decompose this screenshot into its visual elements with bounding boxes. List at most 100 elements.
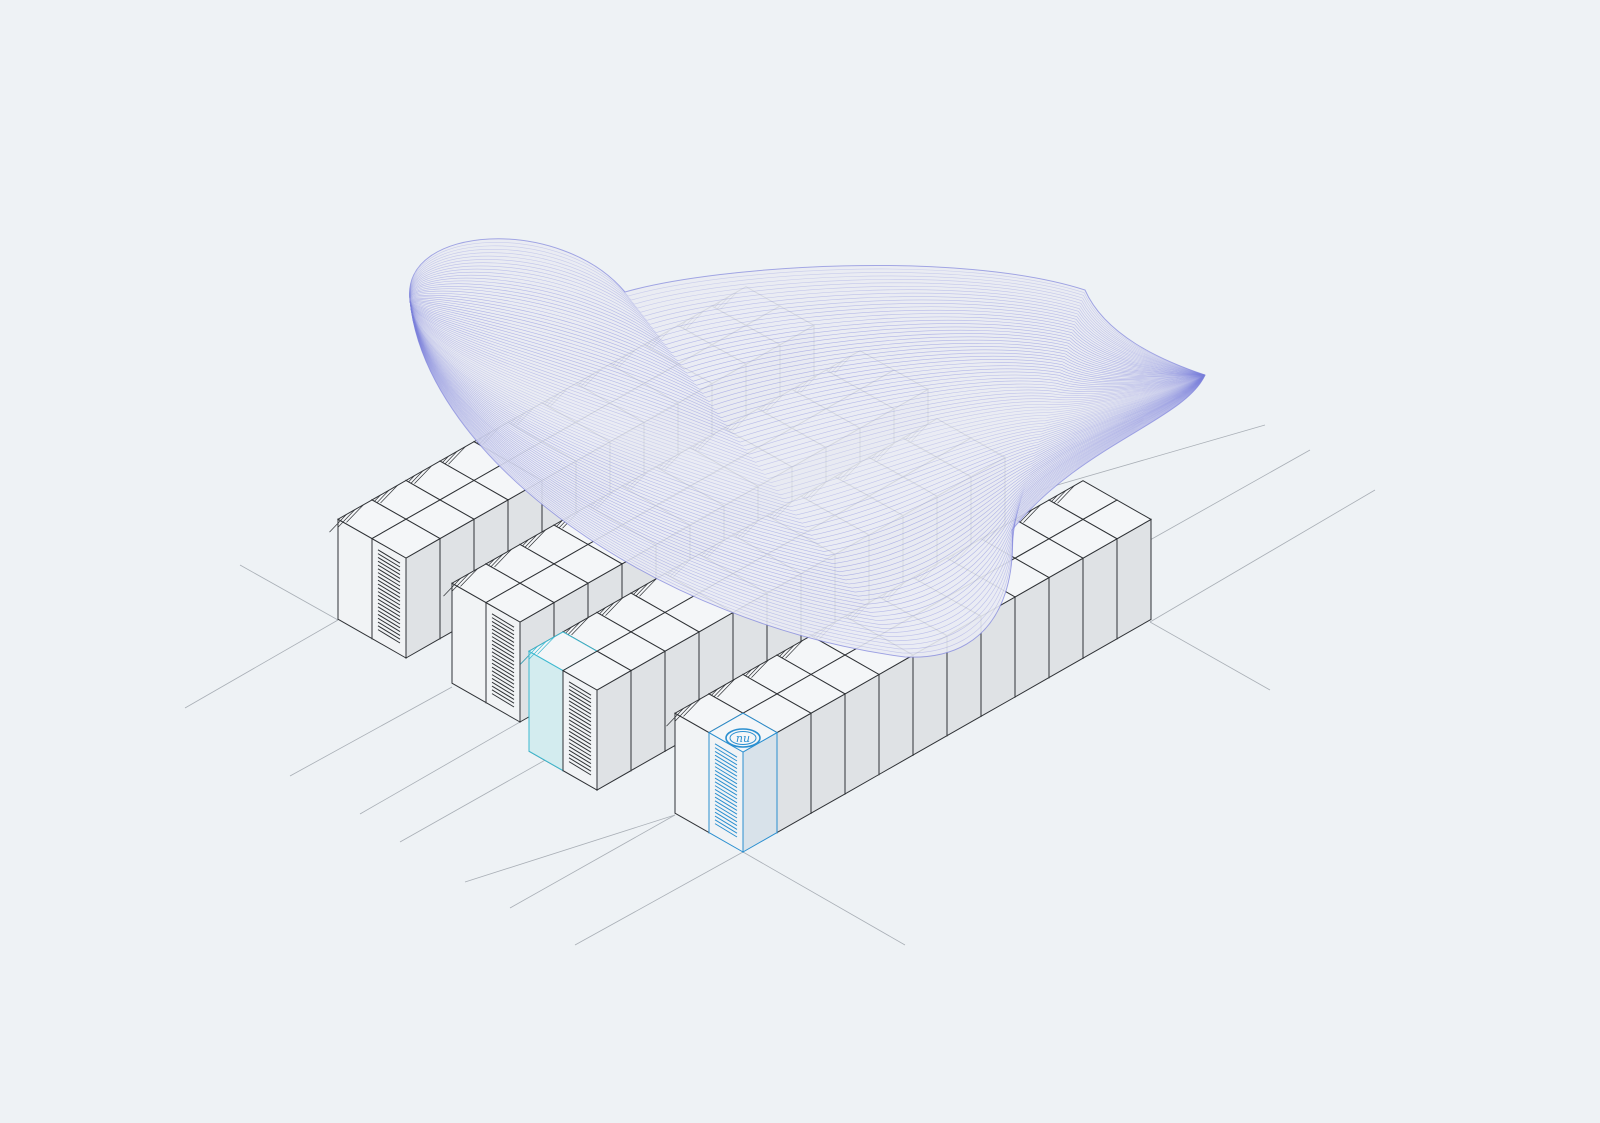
- surface-line: [409, 272, 1206, 376]
- surface-line: [409, 299, 1206, 552]
- surface-line: [409, 299, 1206, 585]
- surface-line: [409, 298, 1206, 382]
- surface-line: [409, 299, 1206, 536]
- rack-vent-line: [491, 689, 515, 704]
- surface-line: [409, 296, 1206, 376]
- surface-line: [409, 299, 1206, 540]
- surface-line: [409, 299, 1206, 496]
- floor-line: [1149, 449, 1311, 541]
- rack-vent-line: [714, 747, 738, 762]
- surface-line: [409, 299, 1206, 617]
- rack-grille-line: [571, 617, 589, 636]
- surface-line: [409, 299, 1206, 488]
- rack-right-face: [878, 654, 914, 776]
- rack-grille-line: [414, 465, 432, 484]
- rack-vent-line: [377, 549, 401, 564]
- surface-line: [409, 277, 1206, 376]
- rack-vent-line: [568, 738, 592, 753]
- floor-line: [399, 749, 564, 843]
- rack-grille-line: [337, 509, 356, 528]
- rack-vent-line: [714, 743, 738, 758]
- surface-line: [409, 299, 1206, 508]
- surface-line: [409, 299, 1206, 532]
- rack-right-face: [1116, 518, 1152, 640]
- surface-line: [409, 299, 1206, 431]
- rack-left-face: [674, 712, 710, 834]
- surface-line: [409, 299, 1206, 402]
- rack-grille-line: [528, 641, 547, 660]
- nu-logo-badge: nu: [725, 728, 761, 748]
- rack-grille-line: [717, 679, 735, 698]
- surface-line: [409, 299, 1206, 471]
- surface-line: [409, 259, 1206, 376]
- rack-vent-line: [491, 655, 515, 670]
- surface-line: [409, 299, 1206, 459]
- surface-line: [409, 299, 1206, 423]
- surface-line: [409, 299, 1206, 516]
- rack-vent-line: [568, 681, 592, 696]
- rack-vent-line: [491, 620, 515, 636]
- surface-line: [409, 299, 1206, 504]
- surface-line: [409, 299, 1206, 581]
- floor-line: [509, 814, 676, 909]
- surface-line: [409, 242, 1206, 376]
- surface-line: [409, 249, 1206, 376]
- rack-vent-line: [377, 564, 401, 579]
- surface-line: [409, 299, 1206, 455]
- rack-grille-line: [329, 514, 347, 533]
- surface-line: [409, 290, 1206, 376]
- rack-vent-line: [568, 707, 592, 723]
- rack-vent-line: [491, 693, 515, 708]
- rack-vent-line: [377, 579, 401, 595]
- rack-vent-line: [377, 621, 401, 636]
- rack-grille-line: [683, 698, 701, 717]
- rack-right-face: [776, 712, 812, 834]
- rack-vent-line: [568, 734, 592, 749]
- rack-vent-line: [714, 796, 738, 811]
- rack-vent-line: [377, 587, 401, 602]
- surface-line: [409, 245, 1206, 376]
- server-rack: [370, 518, 442, 659]
- surface-line: [409, 299, 1206, 601]
- rack-vent-line: [491, 674, 515, 689]
- floor-line: [1039, 424, 1266, 491]
- server-rack: [707, 712, 779, 853]
- surface-line: [409, 299, 1206, 654]
- rack-vent-line: [491, 658, 515, 674]
- surface-line: [409, 299, 1206, 646]
- surface-line: [409, 299, 1206, 406]
- surface-line: [409, 299, 1206, 386]
- rack-right-face: [810, 693, 846, 815]
- rack-grille-line: [346, 504, 364, 523]
- rack-vent-line: [377, 594, 401, 610]
- surface-line: [409, 299, 1206, 479]
- surface-line: [409, 299, 1206, 520]
- surface-line: [409, 255, 1206, 376]
- rack-vent-line: [377, 610, 401, 625]
- rack-vent-line: [714, 788, 738, 804]
- server-rack: [561, 650, 633, 791]
- rack-vent-line: [568, 723, 592, 738]
- rack-vent-line: [377, 629, 401, 644]
- rack-grille-line: [785, 640, 803, 659]
- surface-line: [409, 293, 1206, 376]
- surface-line: [409, 299, 1206, 451]
- surface-line: [409, 299, 1206, 638]
- rack-vent-line: [491, 643, 515, 659]
- rack-grille-line: [448, 446, 466, 465]
- floor-line: [184, 619, 339, 709]
- rack-vent-line: [714, 785, 738, 800]
- rack-vent-line: [714, 823, 738, 838]
- surface-line: [409, 299, 1206, 443]
- floor-line: [239, 564, 339, 621]
- rack-vent-line: [491, 662, 515, 678]
- rack-grille-line: [451, 573, 470, 592]
- floor-line: [359, 721, 521, 815]
- rack-grille-line: [460, 568, 478, 587]
- rack-right-face: [596, 669, 632, 791]
- rack-vent-line: [377, 602, 401, 617]
- surface-line: [409, 299, 1206, 410]
- rack-vent-line: [377, 613, 401, 629]
- surface-line: [409, 299, 1206, 398]
- rack-vent-line: [491, 628, 515, 643]
